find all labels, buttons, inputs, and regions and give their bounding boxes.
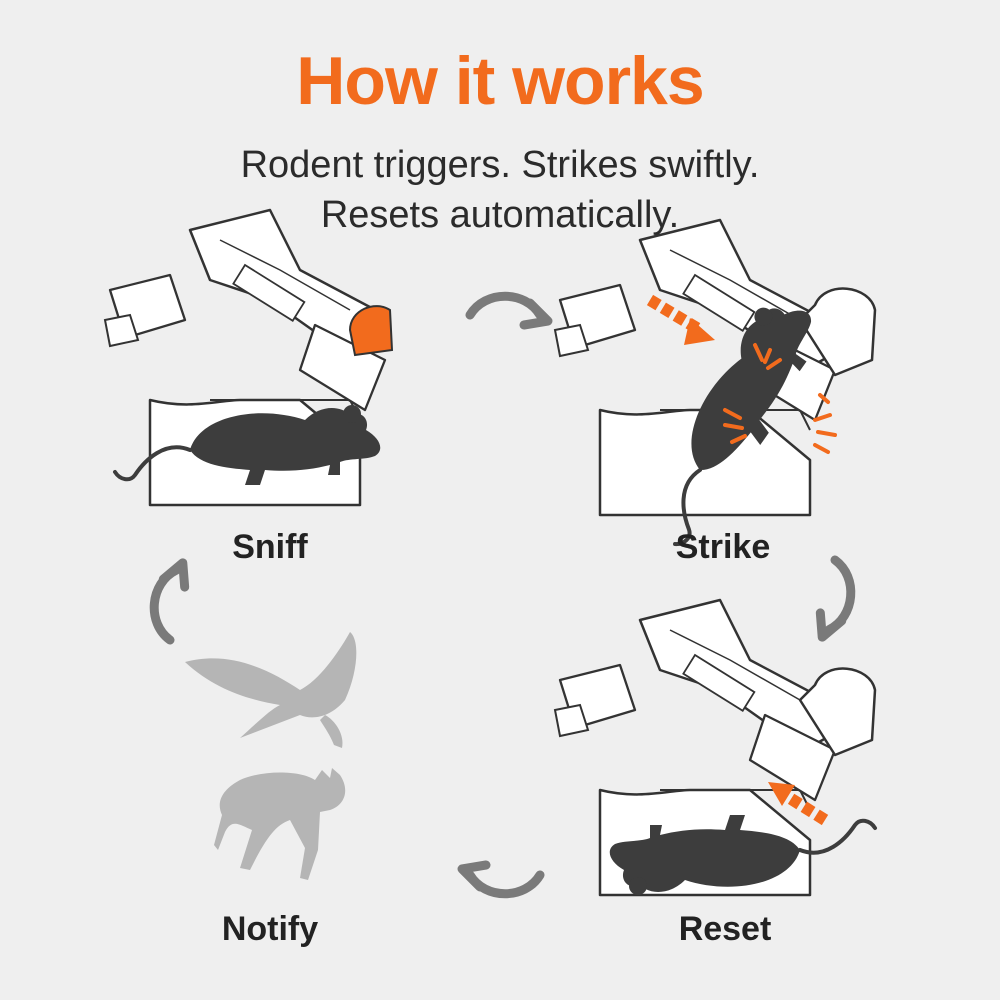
step-label-strike: Strike (675, 528, 771, 566)
impact-burst-icon (723, 343, 837, 454)
page-subtitle: Rodent triggers. Strikes swiftly. Resets… (0, 140, 1000, 240)
cycle-arrow-1 (470, 296, 548, 325)
bait-cap-icon (348, 305, 394, 357)
trap-reset-illustration (553, 598, 877, 897)
strike-arrow-icon (646, 294, 715, 345)
cycle-arrow-icon (818, 559, 853, 639)
hawk-icon (185, 632, 357, 748)
subtitle-line-2: Resets automatically. (320, 194, 680, 236)
step-label-sniff: Sniff (232, 528, 308, 566)
cycle-arrow-4 (151, 561, 186, 641)
page-title: How it works (296, 43, 704, 119)
step-label-reset: Reset (678, 910, 772, 948)
cycle-arrow-icon (151, 561, 186, 641)
subtitle-line-1: Rodent triggers. Strikes swiftly. (240, 144, 760, 186)
cycle-arrow-icon (462, 865, 540, 894)
cycle-arrow-icon (470, 296, 548, 325)
trap-strike-illustration (553, 218, 877, 517)
fox-icon (214, 768, 346, 880)
trap-sniff-illustration (103, 208, 394, 507)
cycle-arrow-3 (462, 865, 540, 894)
cycle-arrow-2 (818, 559, 853, 639)
reset-arrow-icon (768, 782, 829, 826)
step-label-notify: Notify (221, 910, 319, 948)
